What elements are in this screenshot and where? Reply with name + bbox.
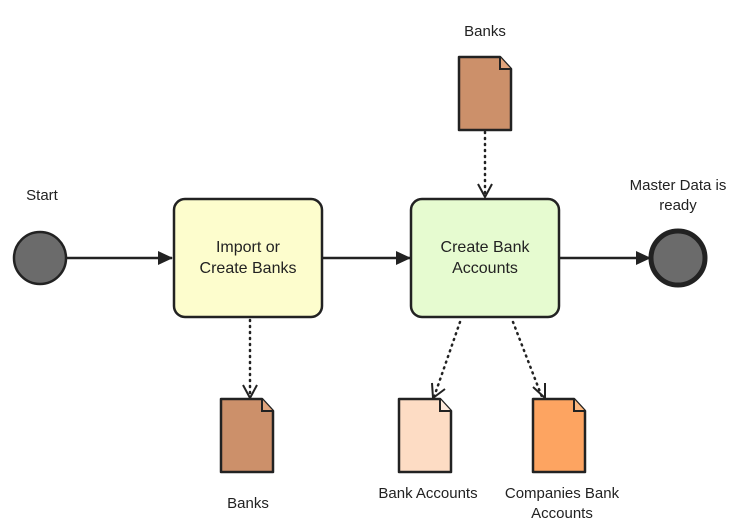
document-icon: [219, 397, 275, 474]
task-label-line1: Import or: [215, 239, 280, 256]
end-event-label-line1: Master Data is: [629, 177, 727, 194]
companies-label-line1: Companies Bank: [504, 485, 620, 502]
data-object-banks-input-label: Banks: [464, 23, 506, 40]
document-icon: [397, 397, 453, 474]
data-object-banks-output-label: Banks: [227, 495, 269, 512]
data-object-bank-accounts[interactable]: [397, 397, 453, 474]
data-object-banks-input[interactable]: [457, 55, 513, 132]
document-fold-icon: [261, 399, 273, 412]
data-object-bank-accounts-label: Bank Accounts: [378, 485, 478, 502]
task-import-or-create-banks-label: Import or Create Banks: [174, 199, 322, 317]
open-arrowhead-icon: [477, 183, 493, 200]
arrowhead-icon: [396, 251, 411, 265]
task-import-or-create-banks[interactable]: [172, 197, 324, 319]
task-label-line2: Create Banks: [199, 260, 297, 277]
companies-label-line2: Accounts: [531, 505, 593, 522]
data-object-companies-bank-accounts[interactable]: [531, 397, 587, 474]
task-label-line2: Accounts: [452, 260, 518, 277]
end-event-icon[interactable]: [648, 228, 708, 288]
data-object-banks-output[interactable]: [219, 397, 275, 474]
arrowhead-icon: [158, 251, 173, 265]
data-association-task2-to-companies-bank-accounts[interactable]: [511, 320, 544, 399]
document-icon: [531, 397, 587, 474]
document-fold-icon: [499, 57, 511, 70]
document-fold-icon: [439, 399, 451, 412]
task-create-bank-accounts-label: Create Bank Accounts: [411, 199, 559, 317]
document-icon: [457, 55, 513, 132]
start-event-icon[interactable]: [12, 230, 68, 286]
start-event-label: Start: [26, 187, 58, 204]
end-event-label: Master Data is ready: [608, 176, 745, 216]
document-fold-icon: [573, 399, 585, 412]
task-label-line1: Create Bank: [440, 239, 530, 256]
data-object-companies-bank-accounts-label: Companies Bank Accounts: [494, 484, 630, 524]
task-create-bank-accounts[interactable]: [409, 197, 561, 319]
data-association-task2-to-bank-accounts[interactable]: [432, 320, 462, 399]
end-event-label-line2: ready: [659, 197, 697, 214]
arrowhead-icon: [636, 251, 651, 265]
